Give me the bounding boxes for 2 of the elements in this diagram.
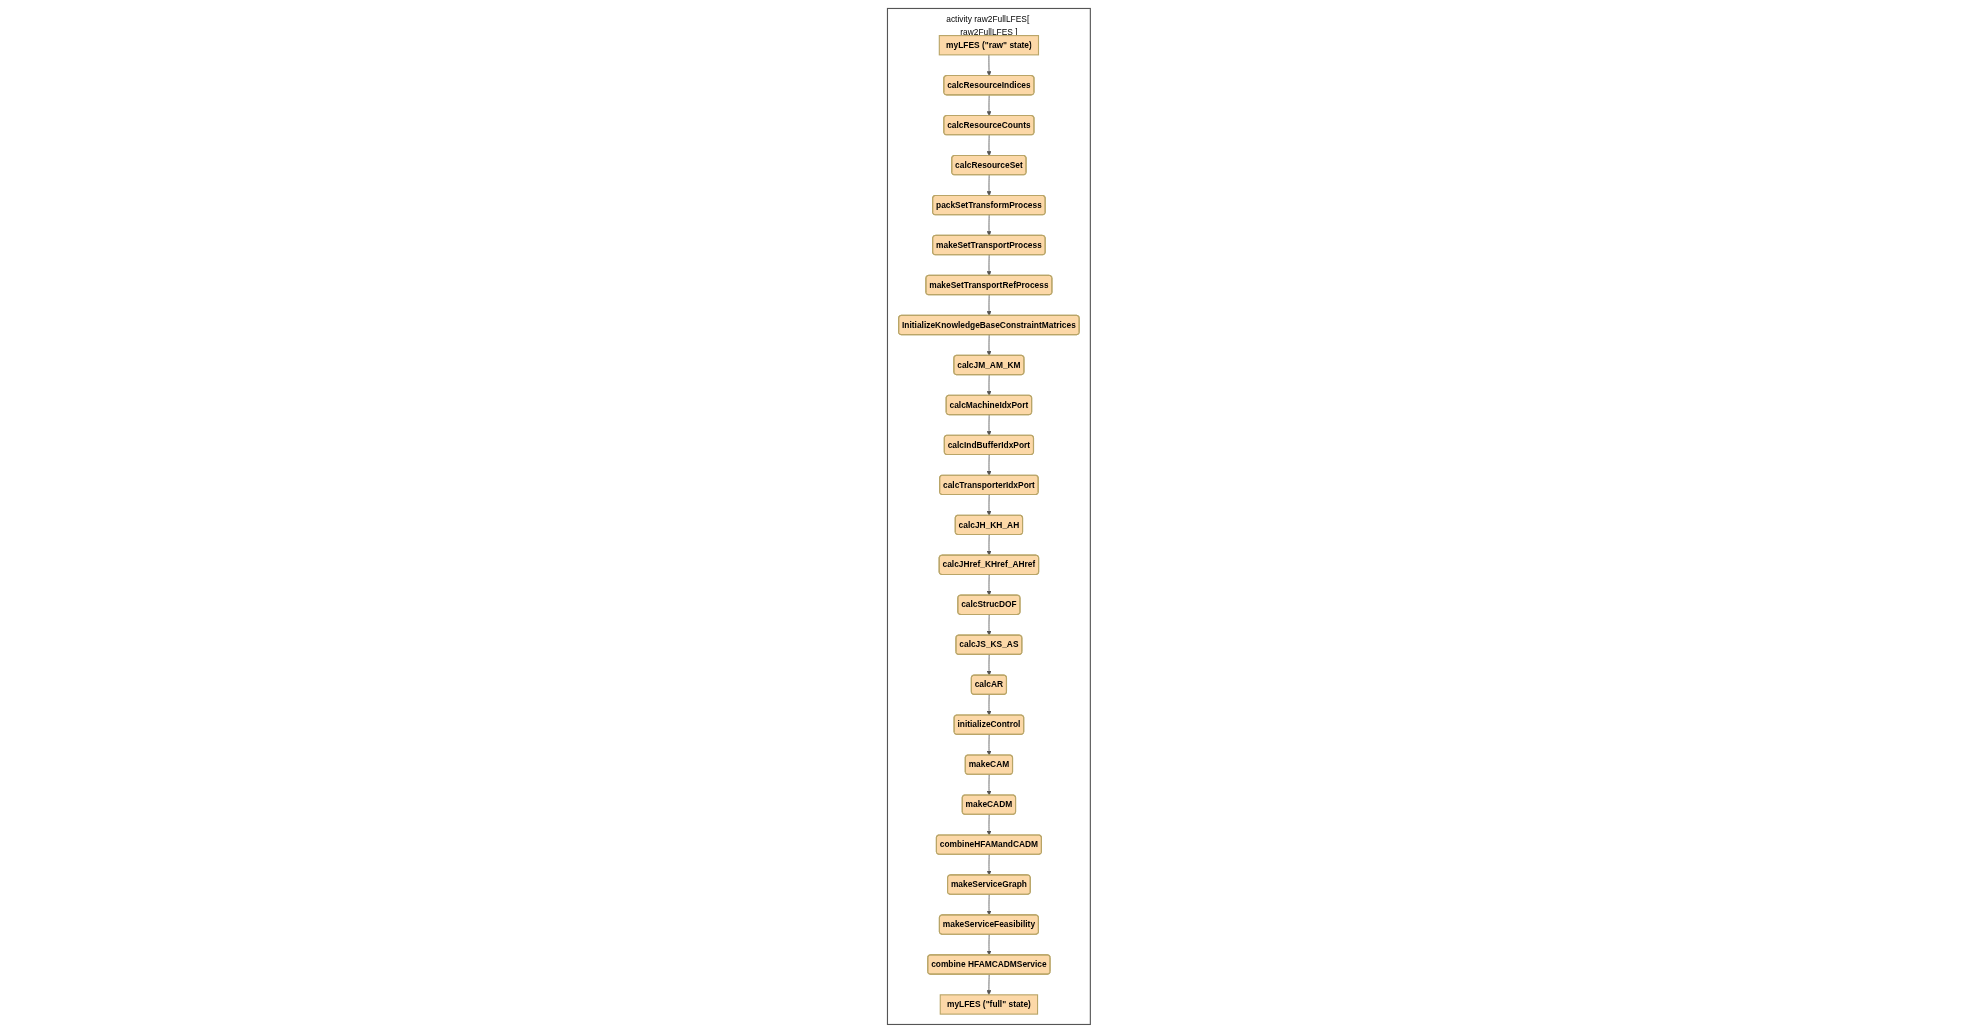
node-box: myLFES ("full" state) [939,994,1039,1015]
node-box: myLFES ("raw" state) [938,35,1040,56]
